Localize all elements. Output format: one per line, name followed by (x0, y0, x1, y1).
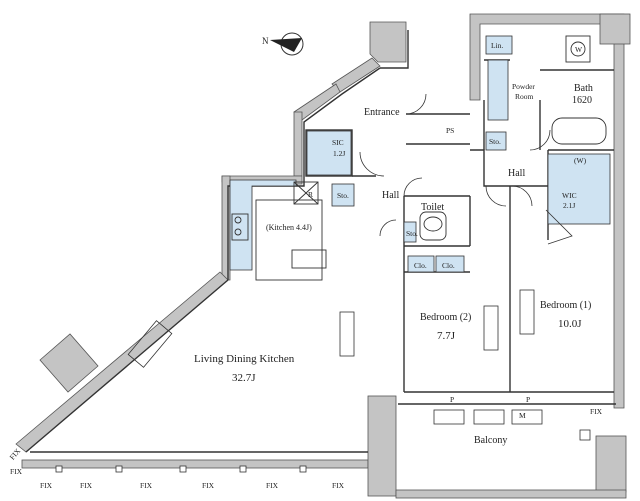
ldk-name: Living Dining Kitchen (194, 353, 295, 365)
ldk-size: 32.7J (232, 372, 256, 384)
p1-label: P (450, 395, 454, 404)
fix-label: FIX (8, 446, 23, 461)
doors (359, 93, 573, 245)
balcony-label: Balcony (474, 435, 507, 446)
fix-label: FIX (140, 481, 153, 490)
entrance-label: Entrance (364, 107, 400, 118)
wic-size: 2.1J (563, 201, 575, 210)
bath-size: 1620 (572, 95, 592, 106)
kitchen-fixtures (231, 181, 327, 281)
exterior-walls (15, 13, 631, 499)
powder-line2: Room (515, 92, 534, 101)
hall-left-label: Hall (382, 190, 399, 201)
m-label: M (519, 411, 526, 420)
toilet-label: Toilet (421, 202, 444, 213)
fix-label: FIX (10, 467, 23, 476)
refrigerator-label: R (308, 190, 313, 199)
bedroom2-name: Bedroom (2) (420, 312, 471, 323)
compass-north-label: N (262, 36, 269, 46)
fix-label: FIX (590, 407, 603, 416)
p2-label: P (526, 395, 530, 404)
bedroom1-name: Bedroom (1) (540, 300, 591, 311)
wic-name: WIC (562, 191, 577, 200)
sto-powder-label: Sto. (489, 137, 501, 146)
wic-shelf-label: (W) (574, 156, 587, 165)
fix-label: FIX (202, 481, 215, 490)
bedroom1-size: 10.0J (558, 318, 582, 330)
clo-left-label: Clo. (414, 261, 427, 270)
fix-label: FIX (266, 481, 279, 490)
balcony-railing (55, 429, 591, 473)
bedroom2-size: 7.7J (437, 330, 456, 342)
sto-entrance-label: Sto. (337, 191, 349, 200)
north-arrow-icon (270, 38, 302, 52)
kitchen-label: (Kitchen 4.4J) (266, 223, 312, 232)
storage-areas (229, 35, 611, 273)
sic-name: SIC (332, 138, 344, 147)
fix-label: FIX (332, 481, 345, 490)
powder-line1: Powder (512, 82, 535, 91)
clo-right-label: Clo. (442, 261, 455, 270)
sic-size: 1.2J (333, 149, 345, 158)
bath-fixtures (419, 35, 607, 241)
compass: N (262, 32, 304, 56)
hall-right-label: Hall (508, 168, 525, 179)
fixed-windows (127, 289, 543, 425)
fix-label: FIX (40, 481, 53, 490)
fix-label: FIX (80, 481, 93, 490)
sto-toilet-label: Sto. (406, 229, 418, 238)
lin-label: Lin. (491, 41, 503, 50)
ps-label: PS (446, 126, 454, 135)
bath-name: Bath (574, 83, 593, 94)
washer-label: W (575, 45, 583, 54)
